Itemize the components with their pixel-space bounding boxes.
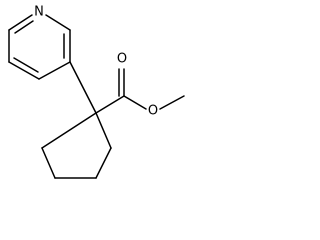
bond-n-c2 — [45, 14, 71, 31]
chemical-structure: N O O — [8, 5, 185, 179]
bond-cp-1 — [95, 112, 112, 149]
nitrogen-label: N — [34, 5, 44, 20]
cyclopentane-ring — [41, 112, 112, 179]
bond-quaternary-carbonyl-carbon — [95, 95, 125, 114]
bond-c3-c4 — [38, 61, 71, 80]
bond-c6-n-inner — [14, 20, 34, 34]
bond-ester-oxygen-methyl — [159, 95, 185, 110]
bond-c6-n — [8, 14, 33, 31]
bond-cp-2 — [95, 147, 112, 179]
carbonyl-oxygen-label: O — [117, 52, 127, 67]
ester-group — [95, 68, 185, 114]
bond-cp-4 — [41, 147, 56, 179]
bond-carbonyl-ester-oxygen — [123, 95, 147, 110]
bond-cp-5 — [41, 112, 97, 149]
bond-c4-c5-inner — [13, 57, 39, 73]
pyridine-ring — [8, 14, 71, 80]
bond-c4-c5 — [8, 61, 40, 80]
ester-oxygen-label: O — [148, 104, 158, 119]
bond-pyridine-quaternary-carbon — [69, 61, 97, 114]
